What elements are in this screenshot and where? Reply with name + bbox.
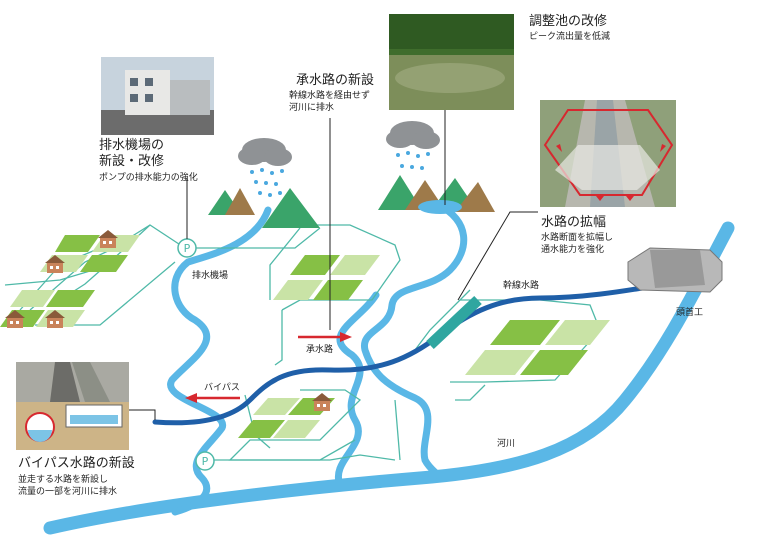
- pump-station-desc: ポンプの排水能力の強化: [99, 173, 198, 183]
- bypass-channel-desc-line2: 流量の一部を河川に排水: [18, 487, 118, 497]
- channel-widening-desc-line1: 水路断面を拡幅し: [541, 233, 614, 243]
- fields-right: [465, 320, 610, 375]
- pump-station-map-label: 排水機場: [192, 271, 229, 281]
- tributary-streams: [167, 201, 468, 516]
- river-map-label: 河川: [497, 439, 516, 449]
- drain-channel-map-label: 承水路: [306, 345, 334, 355]
- regulating-pond-photo: [389, 14, 514, 110]
- rain-cloud-left: [238, 138, 292, 197]
- channel-widening-photo: [540, 100, 676, 207]
- fields-left-upper: [0, 235, 140, 327]
- bypass-channel-title: バイパス水路の新設: [18, 456, 135, 471]
- mountains-center: [378, 175, 495, 214]
- flow-arrow-bypass: [185, 393, 240, 403]
- river: [43, 221, 735, 535]
- pump-symbol-lower: P: [195, 451, 215, 471]
- drain-channel-title: 承水路の新設: [296, 73, 375, 88]
- bypass-map-label: バイパス: [204, 383, 240, 393]
- rain-cloud-center: [386, 121, 440, 170]
- bypass-channel-desc-line1: 並走する水路を新設し: [18, 475, 109, 485]
- pump-station-photo: [101, 57, 214, 135]
- drain-channel-desc-line2: 河川に排水: [289, 103, 335, 113]
- fields-center: [273, 255, 380, 300]
- main-canal-map-label: 幹線水路: [503, 281, 540, 291]
- pump-symbol-label-lower: P: [202, 455, 209, 468]
- head-works-icon: [627, 247, 723, 293]
- regulating-pond-desc: ピーク流出量を低減: [529, 32, 611, 42]
- drain-channel-desc-line1: 幹線水路を経由せず: [289, 91, 371, 101]
- leader-lines: [125, 110, 538, 420]
- pump-symbol-label-upper: P: [184, 242, 191, 255]
- regulating-pond-title: 調整池の改修: [529, 14, 608, 29]
- flow-arrow-drain: [298, 332, 352, 342]
- houses: [5, 230, 332, 411]
- pump-station-title-line1: 排水機場の: [99, 138, 165, 153]
- main-canal: [152, 282, 663, 426]
- widened-channel-segment: [426, 295, 482, 350]
- mountains-left: [208, 188, 320, 228]
- head-works-map-label: 頭首工: [676, 308, 704, 318]
- channel-widening-desc-line2: 通水能力を強化: [541, 245, 605, 255]
- bypass-channel-photo: [16, 362, 129, 450]
- pump-symbol-upper: P: [177, 238, 197, 258]
- pump-station-title-line2: 新設・改修: [99, 154, 165, 169]
- channel-widening-title: 水路の拡幅: [541, 215, 607, 230]
